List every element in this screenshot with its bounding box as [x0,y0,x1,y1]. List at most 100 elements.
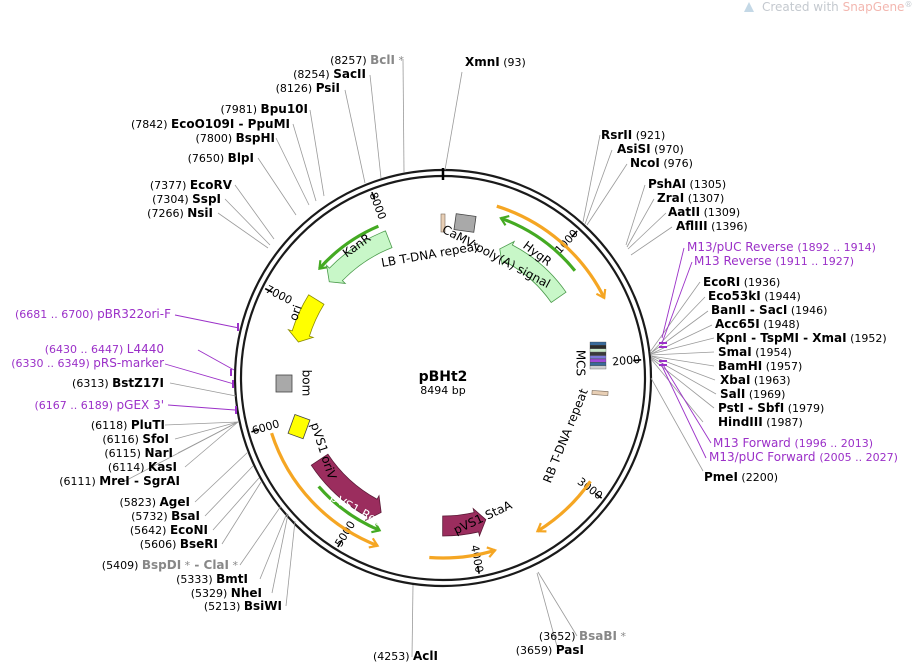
site-kpni[interactable]: KpnI - TspMI - XmaI (1952) [716,331,887,345]
site-bsiwi[interactable]: (5213) BsiWI [204,599,282,613]
site-bstz17i[interactable]: (6313) BstZ17I [72,376,164,390]
leader-ncoi [586,163,628,226]
site-label: (7377) EcoRV [150,178,233,192]
site-nari[interactable]: (6115) NarI [104,446,173,460]
site-label: (5732) BsaI [131,509,200,523]
site-eco53ki[interactable]: Eco53kI (1944) [708,289,801,303]
site-pluti[interactable]: (6118) PluTI [91,418,165,432]
lb-repeat-feature[interactable] [440,213,446,233]
site-ecori[interactable]: EcoRI (1936) [703,275,780,289]
label-pvs1_oriv: pVS1 oriV [308,421,340,482]
site-label: SmaI (1954) [718,345,792,359]
site-name: AsiSI [617,142,651,156]
pvs1-oriv-feature[interactable] [287,414,311,440]
site-name-extra: - ClaI [190,558,229,572]
site-sali[interactable]: SalI (1969) [720,387,785,401]
site-label: (7842) EcoO109I - PpuMI [131,117,290,131]
site-ncoi[interactable]: NcoI (976) [630,156,693,170]
site-position: (7304) [152,193,192,206]
pvs1-staa-feature[interactable] [442,507,487,538]
site-bcli[interactable]: (8257) BclI * [330,53,404,67]
plasmid-size: 8494 bp [420,384,465,397]
mcs-segment [589,352,607,356]
site-ecorv[interactable]: (7377) EcoRV [150,178,233,192]
site-position: (1948) [763,318,800,331]
site-name: Eco53kI [708,289,761,303]
primer-m13_rev[interactable]: M13 Reverse (1911 .. 1927) [694,254,854,268]
camv-feature[interactable] [453,213,477,233]
primer-m13puc_rev[interactable]: M13/pUC Reverse (1892 .. 1914) [687,240,876,254]
site-agei[interactable]: (5823) AgeI [119,495,190,509]
site-econi[interactable]: (5642) EcoNI [130,523,208,537]
site-bsphi[interactable]: (7800) BspHI [196,131,275,145]
site-hindiii[interactable]: HindIII (1987) [718,415,803,429]
primer-prs_marker[interactable]: (6330 .. 6349) pRS-marker [11,356,164,370]
site-asisi[interactable]: AsiSI (970) [617,142,684,156]
site-xbai[interactable]: XbaI (1963) [720,373,790,387]
primer-pbr322ori[interactable]: (6681 .. 6700) pBR322ori-F [15,307,171,321]
site-ecoo109i[interactable]: (7842) EcoO109I - PpuMI [131,117,290,131]
site-psii[interactable]: (8126) PsiI [276,81,340,95]
site-label: (8254) SacII [293,67,366,81]
site-mrei[interactable]: (6111) MreI - SgrAI [59,474,180,488]
ori-feature[interactable] [287,294,325,343]
scale-tick [594,492,603,499]
site-zrai[interactable]: ZraI (1307) [657,191,724,205]
site-name: AatII [668,205,700,219]
site-bpu10i[interactable]: (7981) Bpu10I [220,102,308,116]
primer-l4440[interactable]: (6430 .. 6447) L4440 [45,342,164,356]
primer-m13puc_fwd[interactable]: M13/pUC Forward (2005 .. 2027) [709,450,898,464]
site-bmti[interactable]: (5333) BmtI [176,572,248,586]
site-position: (5213) [204,600,244,613]
site-bamhi[interactable]: BamHI (1957) [718,359,802,373]
site-pmei[interactable]: PmeI (2200) [704,470,778,484]
site-bsai[interactable]: (5732) BsaI [131,509,200,523]
site-afliii[interactable]: AflIII (1396) [676,219,748,233]
leader-pasi [536,572,559,651]
primer-pgex3[interactable]: (6167 .. 6189) pGEX 3' [34,398,164,412]
site-label: (7266) NsiI [147,206,213,220]
site-name: PstI - SbfI [718,401,784,415]
scale-tick-label: 2000 [612,353,641,368]
site-sfoi[interactable]: (6116) SfoI [102,432,169,446]
site-psti[interactable]: PstI - SbfI (1979) [718,401,824,415]
site-sacii[interactable]: (8254) SacII [293,67,366,81]
rb-repeat-feature[interactable] [591,390,609,396]
noncut-mark: * [181,559,190,572]
site-position: (1309) [704,206,741,219]
site-name: MreI - SgrAI [99,474,180,488]
site-pasi[interactable]: (3659) PasI [516,643,584,657]
site-nsii[interactable]: (7266) NsiI [147,206,213,220]
site-sspi[interactable]: (7304) SspI [152,192,221,206]
site-acc65i[interactable]: Acc65I (1948) [715,317,800,331]
site-smai[interactable]: SmaI (1954) [718,345,792,359]
primer-range: (6167 .. 6189) [34,399,116,412]
site-aatii[interactable]: AatII (1309) [668,205,740,219]
site-name: Acc65I [715,317,760,331]
site-bseri[interactable]: (5606) BseRI [140,537,218,551]
site-pshai[interactable]: PshAI (1305) [648,177,726,191]
hygr-feature[interactable] [499,240,567,304]
site-position: (8257) [330,54,370,67]
site-bspdi[interactable]: (5409) BspDI * - ClaI * [102,558,239,572]
site-acli[interactable]: (4253) AclI [373,649,438,663]
site-nhei[interactable]: (5329) NheI [191,586,262,600]
site-position: (93) [503,56,526,69]
site-bsabi[interactable]: (3652) BsaBI * [539,629,627,643]
site-blpi[interactable]: (7650) BlpI [188,151,254,165]
site-rsrii[interactable]: RsrII (921) [601,128,665,142]
pvs1-repa-feature[interactable] [310,453,382,522]
site-kasi[interactable]: (6114) KasI [108,460,177,474]
site-xmni[interactable]: XmnI (93) [465,55,526,69]
site-name: BseRI [180,537,218,551]
primer-m13_fwd[interactable]: M13 Forward (1996 .. 2013) [713,436,873,450]
site-banii[interactable]: BanII - SacI (1946) [711,303,827,317]
site-name: BspHI [236,131,275,145]
site-position: (3659) [516,644,556,657]
site-position: (1946) [791,304,828,317]
mcs-segment [589,341,607,346]
primer-leader-m13_rev [661,261,693,344]
bom-feature[interactable] [275,374,293,393]
kanr-feature[interactable] [325,230,393,284]
mcs-segment [589,355,607,359]
